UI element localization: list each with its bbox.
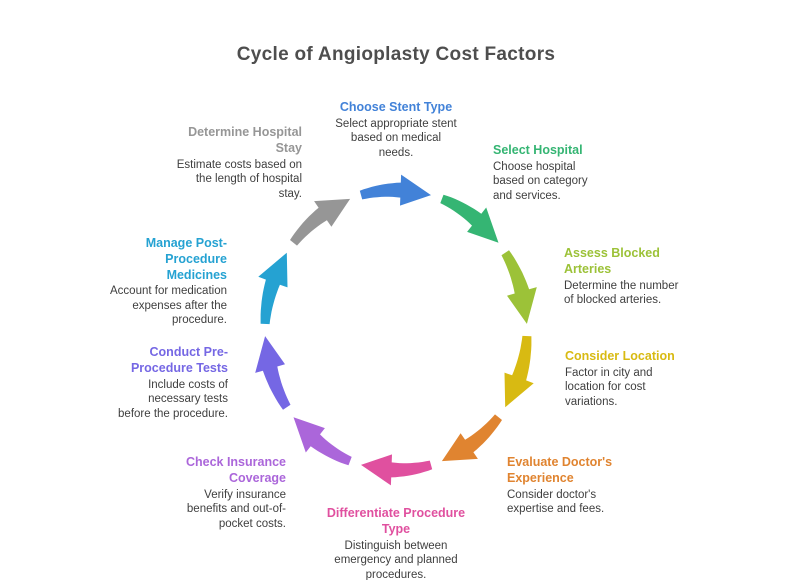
step-evaluate-doctors-experience: Evaluate Doctor's Experience Consider do… (507, 455, 645, 517)
diagram-title: Cycle of Angioplasty Cost Factors (236, 44, 556, 65)
step-differentiate-procedure-type: Differentiate Procedure Type Distinguish… (316, 506, 476, 580)
cycle-arrow-evaluate-doctor-s-experience (441, 414, 502, 462)
step-title: Assess Blocked Arteries (564, 246, 660, 276)
cycle-arrow-choose-stent-type (359, 174, 431, 206)
step-description: Determine the number of blocked arteries… (564, 279, 679, 307)
cycle-arrow-select-hospital (440, 194, 499, 243)
step-title: Check Insurance Coverage (185, 455, 286, 485)
step-conduct-pre-procedure-tests: Conduct Pre-Procedure Tests Include cost… (98, 345, 228, 421)
step-assess-blocked-arteries: Assess Blocked Arteries Determine the nu… (564, 246, 688, 308)
step-description: Account for medication expenses after th… (110, 285, 227, 327)
step-title: Consider Location (565, 349, 675, 363)
cycle-arrow-manage-post-procedure-medicines (258, 252, 288, 325)
step-description: Distinguish between emergency and planne… (334, 539, 458, 580)
step-consider-location: Consider Location Factor in city and loc… (565, 349, 687, 410)
cycle-arrow-conduct-pre-procedure-tests (255, 336, 291, 410)
step-description: Include costs of necessary tests before … (118, 378, 228, 420)
step-title: Manage Post-Procedure Medicines (145, 236, 227, 282)
step-manage-post-procedure-medicines: Manage Post-Procedure Medicines Account … (102, 236, 227, 328)
step-title: Differentiate Procedure Type (326, 506, 466, 536)
step-description: Consider doctor's expertise and fees. (507, 488, 605, 516)
cycle-arrow-determine-hospital-stay (290, 198, 351, 246)
step-choose-stent-type: Choose Stent Type Select appropriate ste… (316, 100, 476, 161)
step-description: Verify insurance benefits and out-of-poc… (186, 488, 286, 530)
step-title: Conduct Pre-Procedure Tests (130, 345, 228, 375)
cycle-arrow-assess-blocked-arteries (501, 250, 537, 324)
cycle-arrow-check-insurance-coverage (293, 417, 352, 466)
step-description: Estimate costs based on the length of ho… (176, 158, 302, 200)
cycle-arrow-consider-location (504, 335, 534, 408)
step-title: Determine Hospital Stay (188, 125, 302, 155)
step-title: Evaluate Doctor's Experience (507, 455, 613, 485)
step-check-insurance-coverage: Check Insurance Coverage Verify insuranc… (136, 455, 286, 531)
step-description: Select appropriate stent based on medica… (335, 117, 457, 159)
step-determine-hospital-stay: Determine Hospital Stay Estimate costs b… (176, 125, 302, 201)
step-title: Choose Stent Type (339, 100, 453, 114)
step-description: Factor in city and location for cost var… (565, 366, 653, 408)
step-description: Choose hospital based on category and se… (493, 160, 588, 202)
step-title: Select Hospital (493, 143, 583, 157)
cycle-arrow-differentiate-procedure-type (361, 454, 433, 486)
step-select-hospital: Select Hospital Choose hospital based on… (493, 143, 605, 204)
